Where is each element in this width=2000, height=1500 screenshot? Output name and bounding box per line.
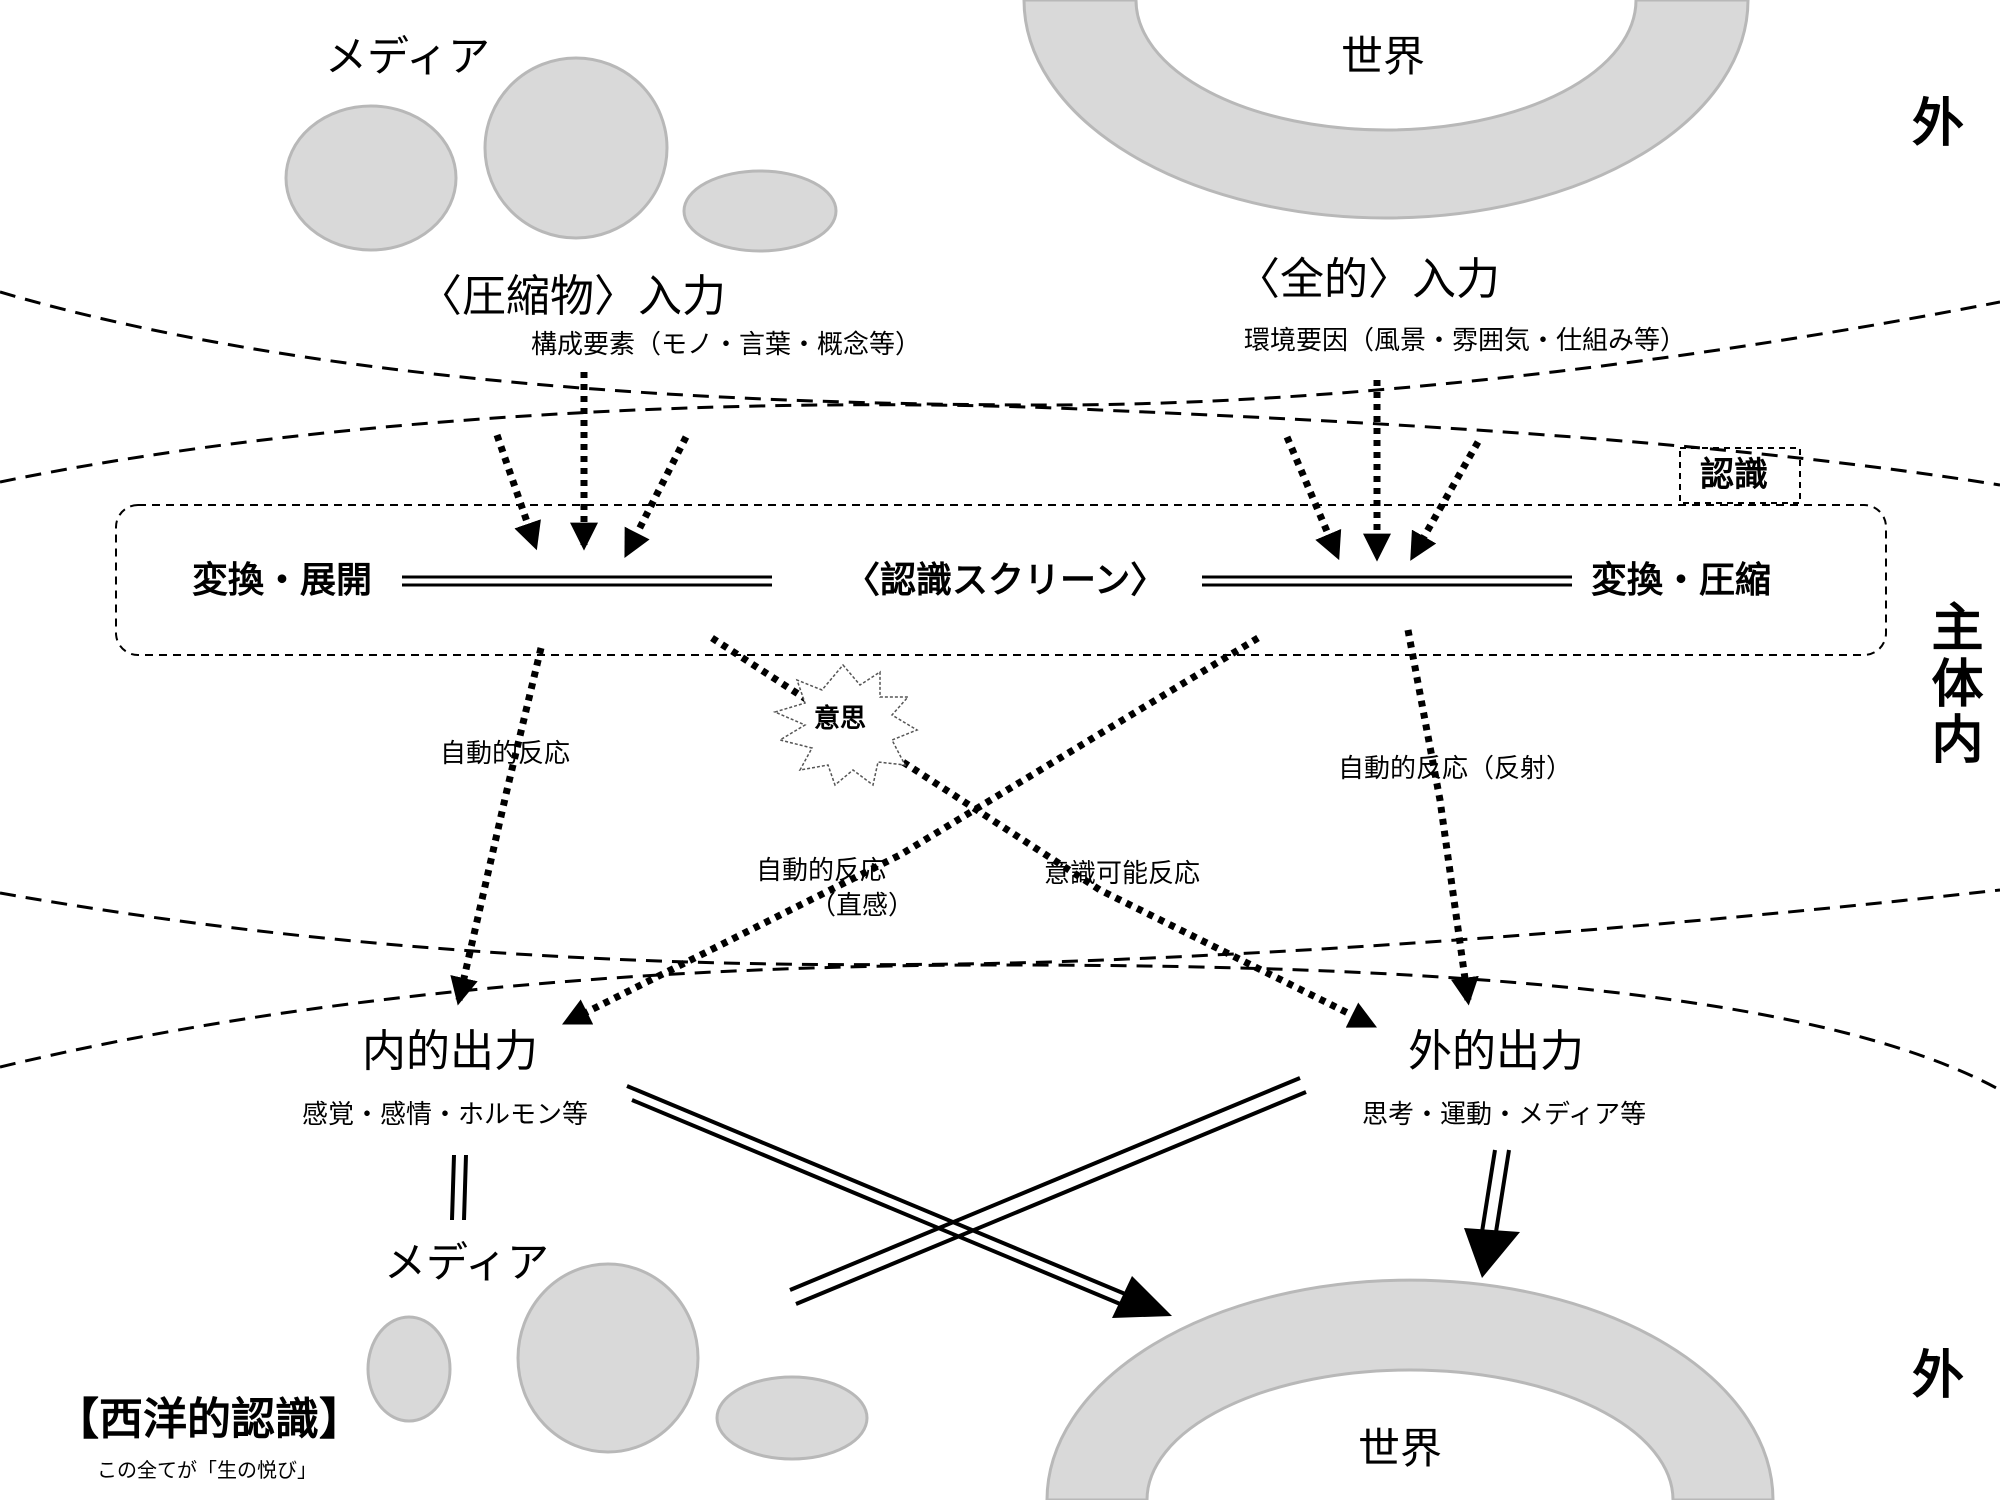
holistic-input-detail: 環境要因（風景・雰囲気・仕組み等） bbox=[1244, 326, 1687, 356]
recognition-screen-frame bbox=[115, 504, 1887, 656]
footer-caption: この全てが「生の悦び」 bbox=[97, 1458, 317, 1482]
will-burst bbox=[772, 663, 919, 787]
bottom-media-blob-3 bbox=[715, 1375, 869, 1461]
inner-to-world-line-a bbox=[626, 1084, 1131, 1298]
reaction-right-auto: 自動的反応（反射） bbox=[1338, 754, 1573, 784]
compressed-input-title: 〈圧縮物〉入力 bbox=[418, 271, 726, 322]
screen-center-label: 〈認識スクリーン〉 bbox=[844, 559, 1167, 601]
top-world-arc bbox=[1022, 0, 1750, 220]
outer-to-world-arrowhead bbox=[1464, 1228, 1520, 1278]
screen-left-label: 変換・展開 bbox=[192, 559, 373, 601]
bottom-media-blob-1 bbox=[366, 1315, 452, 1423]
top-media-blob-1 bbox=[284, 104, 458, 252]
bottom-world-label: 世界 bbox=[1358, 1424, 1443, 1473]
recognition-tag: 認識 bbox=[1700, 455, 1768, 495]
inner-to-world-line-b bbox=[631, 1098, 1126, 1308]
reaction-intuition: 自動的反応 bbox=[756, 856, 887, 886]
inner-to-world-arrowhead bbox=[1112, 1276, 1172, 1318]
reaction-arrow-left bbox=[450, 647, 545, 1006]
input-arrow-left-3 bbox=[623, 435, 690, 558]
top-media-blob-3 bbox=[682, 169, 838, 253]
boundary-curve-bottom-1 bbox=[0, 888, 2000, 967]
footer-title: 【西洋的認識】 bbox=[55, 1394, 363, 1445]
inner-output-detail: 感覚・感情・ホルモン等 bbox=[302, 1100, 589, 1130]
equals-bar-b bbox=[462, 1154, 468, 1221]
top-media-blob-2 bbox=[483, 56, 669, 240]
will-label: 意思 bbox=[814, 704, 867, 734]
input-arrow-right-3 bbox=[1409, 440, 1482, 561]
input-arrow-left-1 bbox=[493, 433, 541, 551]
outer-output-detail: 思考・運動・メディア等 bbox=[1362, 1100, 1647, 1130]
reaction-arrow-right bbox=[1404, 629, 1479, 1006]
screen-right-label: 変換・圧縮 bbox=[1591, 559, 1772, 601]
recognition-tag-box bbox=[1679, 447, 1801, 504]
equals-bar-a bbox=[450, 1154, 456, 1221]
inside-label: 主体内 bbox=[1922, 600, 1983, 768]
boundary-curve-top-2 bbox=[0, 403, 2000, 487]
outer-output-title: 外的出力 bbox=[1408, 1026, 1584, 1077]
bottom-media-blob-2 bbox=[516, 1262, 700, 1454]
reaction-intuition-sub: （直感） bbox=[810, 891, 915, 921]
bottom-media-label: メディア bbox=[384, 1238, 550, 1287]
boundary-curve-bottom-2 bbox=[0, 963, 2000, 1092]
outer-to-media-line-a bbox=[789, 1076, 1301, 1292]
reaction-left-auto: 自動的反応 bbox=[440, 739, 571, 769]
inner-output-title: 内的出力 bbox=[362, 1026, 538, 1077]
outside-label-top: 外 bbox=[1912, 93, 1965, 154]
top-world-label: 世界 bbox=[1341, 32, 1426, 81]
compressed-input-detail: 構成要素（モノ・言葉・概念等） bbox=[531, 330, 922, 360]
holistic-input-title: 〈全的〉入力 bbox=[1236, 254, 1500, 305]
outer-to-world-line-a bbox=[1480, 1149, 1497, 1233]
reaction-arrow-conscious bbox=[710, 635, 1378, 1029]
outer-to-world-line-b bbox=[1494, 1149, 1511, 1233]
outside-label-bottom: 外 bbox=[1912, 1345, 1965, 1406]
reaction-conscious: 意識可能反応 bbox=[1044, 859, 1201, 889]
top-media-label: メディア bbox=[325, 32, 491, 81]
outer-to-media-line-b bbox=[795, 1090, 1307, 1306]
boundary-curve-top-1 bbox=[0, 290, 2000, 407]
bottom-world-arc bbox=[1045, 1278, 1775, 1500]
input-arrow-right-1 bbox=[1283, 435, 1342, 561]
